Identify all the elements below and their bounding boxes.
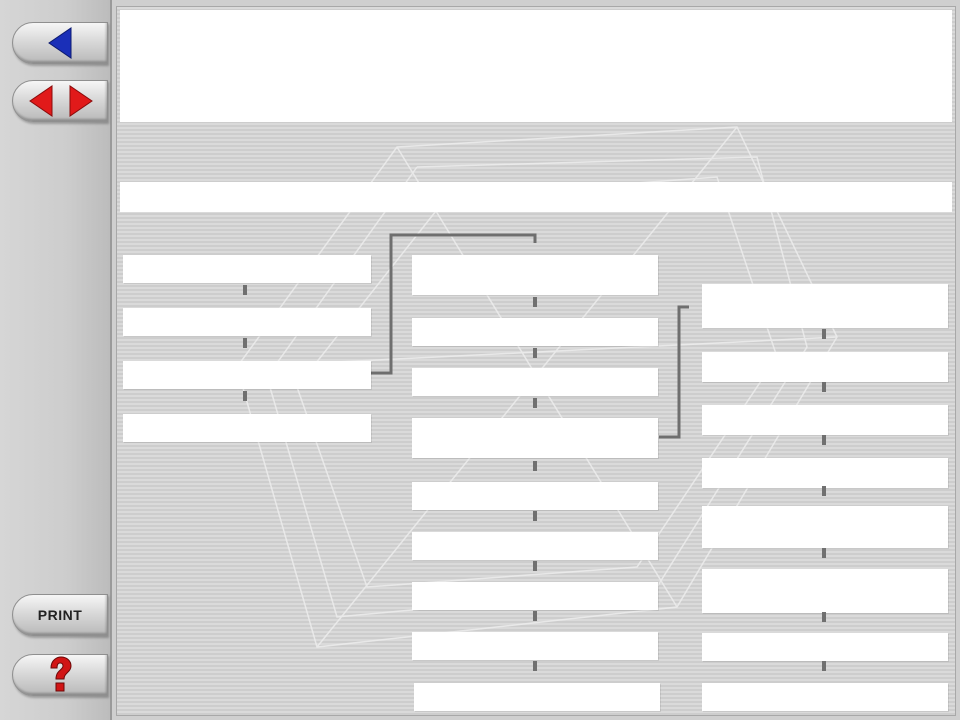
flow-box (702, 569, 948, 613)
flow-tick (822, 329, 826, 339)
next-arrow-icon[interactable] (69, 85, 93, 117)
flow-box (414, 683, 660, 711)
flow-box (412, 418, 658, 458)
flow-box (123, 255, 371, 283)
flow-tick (533, 561, 537, 571)
flow-box (123, 414, 371, 442)
question-mark-icon (50, 656, 72, 692)
header-box (120, 10, 952, 122)
flow-tick (533, 461, 537, 471)
print-label: PRINT (37, 607, 83, 623)
flow-tick (822, 661, 826, 671)
back-button[interactable] (12, 22, 108, 64)
flow-box (702, 458, 948, 488)
main-panel (116, 6, 956, 716)
flow-tick (243, 391, 247, 401)
flow-box (702, 633, 948, 661)
prev-next-arrows (29, 85, 93, 117)
flow-box (702, 352, 948, 382)
sidebar: PRINT (0, 0, 112, 720)
flow-box (702, 405, 948, 435)
flow-tick (822, 612, 826, 622)
subtitle-bar (120, 182, 952, 212)
flow-tick (822, 486, 826, 496)
flow-connectors (371, 233, 689, 439)
prev-next-button[interactable] (12, 80, 108, 122)
flow-box (412, 368, 658, 396)
flow-tick (822, 435, 826, 445)
flow-tick (533, 511, 537, 521)
flow-box (123, 361, 371, 389)
flow-box (412, 255, 658, 295)
flow-box (702, 683, 948, 711)
previous-arrow-icon[interactable] (29, 85, 53, 117)
print-button[interactable]: PRINT (12, 594, 108, 636)
flow-box (702, 506, 948, 548)
back-arrow-icon (48, 27, 72, 59)
flow-tick (243, 338, 247, 348)
flow-box (702, 284, 948, 328)
flow-tick (822, 382, 826, 392)
flow-tick (533, 348, 537, 358)
flow-tick (533, 398, 537, 408)
flow-tick (533, 297, 537, 307)
flow-tick (533, 611, 537, 621)
help-button[interactable] (12, 654, 108, 696)
flow-box (412, 318, 658, 346)
flow-box (412, 532, 658, 560)
flow-box (412, 482, 658, 510)
flow-box (412, 632, 658, 660)
flow-box (123, 308, 371, 336)
flow-box (412, 582, 658, 610)
flow-tick (243, 285, 247, 295)
flow-tick (822, 548, 826, 558)
flow-tick (533, 661, 537, 671)
